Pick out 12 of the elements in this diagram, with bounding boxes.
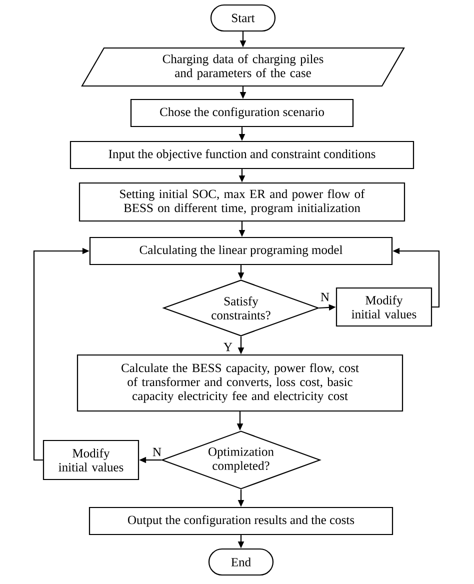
- edge-label: N: [151, 446, 163, 458]
- process-box: Modify initial values: [42, 440, 140, 480]
- edge-label: N: [319, 292, 330, 302]
- edge-label: Y: [222, 342, 234, 352]
- input-parallelogram: Charging data of charging piles and parameters of the case: [81, 47, 405, 87]
- process-box: Calculating the linear programing model: [89, 236, 393, 266]
- process-box: Setting initial SOC, max ER and power flow of BESS on different time, program initialization: [78, 182, 406, 222]
- process-box: Input the objective function and constraint conditions: [70, 140, 414, 170]
- process-box: Modify initial values: [336, 287, 432, 327]
- process-box: Chose the configuration scenario: [130, 98, 354, 128]
- process-box: Output the configuration results and the costs: [88, 506, 394, 536]
- process-box: Calculate the BESS capacity, power flow, cost of transformer and converts, loss cost, basic capacity electricity fee and electricity cost: [76, 354, 404, 412]
